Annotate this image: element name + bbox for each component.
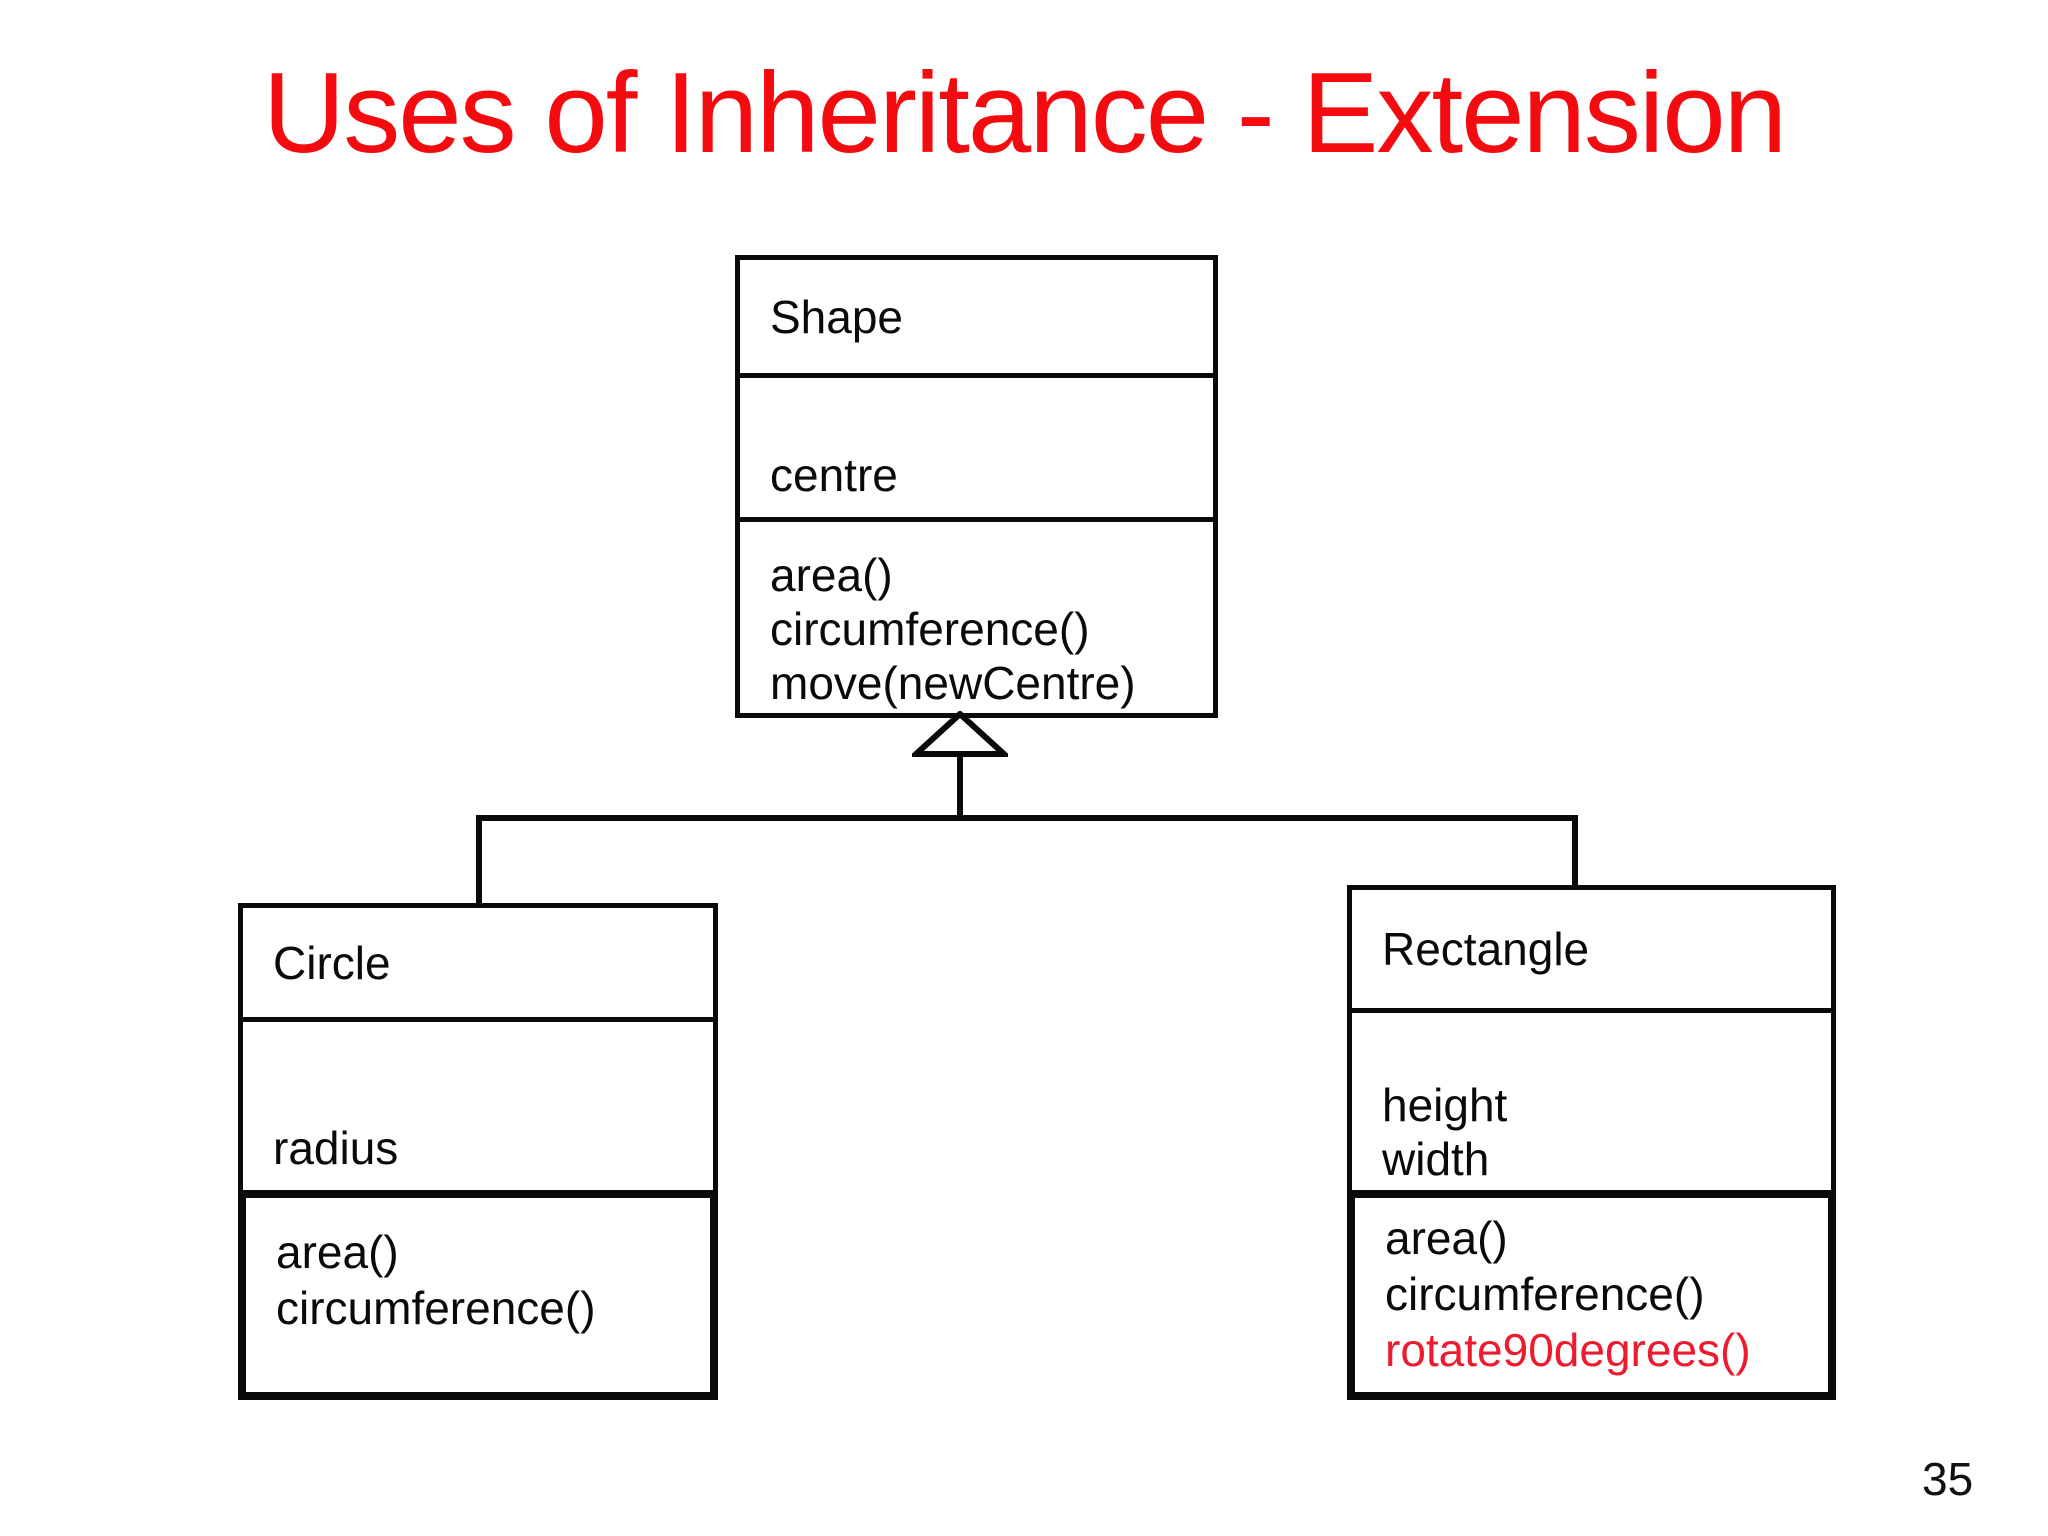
class-name-label: Shape [770,290,904,343]
class-box-shape: Shape centre area() circumference() move… [735,255,1218,718]
inheritance-triangle-icon [912,711,1008,757]
method-item: move(newCentre) [770,657,1136,709]
method-item: circumference() [1385,1268,1705,1320]
class-attributes-circle: radius [238,1022,718,1190]
class-name-label: Rectangle [1382,923,1590,975]
attribute-item: height [1382,1079,1508,1131]
connector-line-to-circle [476,815,482,907]
connector-line-horizontal [476,815,1578,821]
attribute-item: width [1382,1133,1490,1185]
method-item: circumference() [276,1282,596,1334]
class-methods-rectangle: area() circumference() rotate90degrees() [1347,1190,1836,1400]
attribute-item: radius [273,1122,399,1174]
class-name-shape: Shape [735,255,1218,378]
page-number: 35 [1922,1453,1974,1505]
method-item: circumference() [770,603,1090,655]
class-name-circle: Circle [238,903,718,1022]
class-box-circle: Circle radius area() circumference() [238,903,718,1400]
attribute-item: centre [770,449,898,501]
method-item: area() [276,1226,399,1278]
class-methods-shape: area() circumference() move(newCentre) [735,517,1218,718]
class-name-label: Circle [273,936,391,989]
slide-title: Uses of Inheritance - Extension [262,50,1787,177]
method-item: area() [770,549,893,601]
class-methods-circle: area() circumference() [238,1190,718,1400]
class-box-rectangle: Rectangle height width area() circumfere… [1347,885,1836,1400]
method-item-highlighted: rotate90degrees() [1385,1324,1751,1376]
class-attributes-rectangle: height width [1347,1013,1836,1190]
class-name-rectangle: Rectangle [1347,885,1836,1013]
connector-line-to-rectangle [1572,815,1578,889]
class-attributes-shape: centre [735,378,1218,517]
method-item: area() [1385,1212,1508,1264]
connector-line-stem [957,753,963,818]
